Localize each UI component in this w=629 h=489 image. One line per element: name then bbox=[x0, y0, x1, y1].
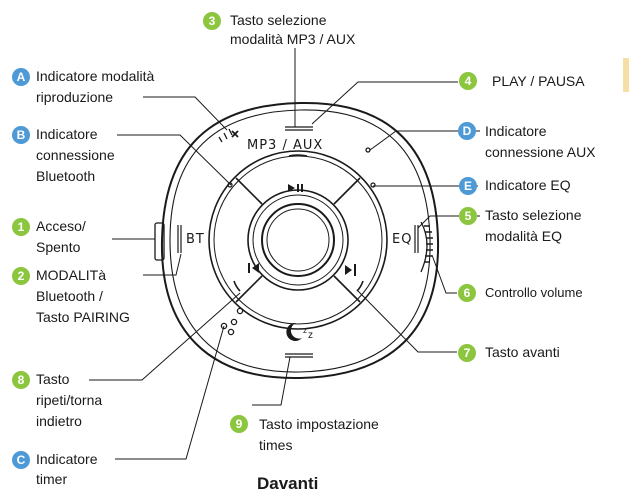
label-b-line3: Bluetooth bbox=[36, 168, 96, 184]
badge-b: B bbox=[12, 126, 30, 144]
label-4-line1: PLAY / PAUSA bbox=[492, 73, 585, 89]
next-icon bbox=[345, 264, 356, 276]
view-caption: Davanti bbox=[257, 474, 319, 489]
device-outline bbox=[160, 101, 440, 380]
label-b-line2: connessione bbox=[36, 147, 115, 163]
label-8-line1: Tasto bbox=[36, 371, 70, 387]
badge-9: 9 bbox=[230, 415, 248, 433]
bt-text: BT bbox=[186, 232, 205, 247]
badge-8: 8 bbox=[12, 371, 30, 389]
svg-text:z: z bbox=[303, 326, 307, 335]
timer-dot-3 bbox=[220, 322, 228, 330]
badge-3: 3 bbox=[203, 12, 221, 30]
timer-dot-4 bbox=[236, 307, 244, 315]
label-8-line2: ripeti/torna bbox=[36, 392, 103, 408]
label-9-line2: times bbox=[259, 437, 293, 453]
timer-dot-2 bbox=[227, 328, 235, 336]
label-e-line1: Indicatore EQ bbox=[485, 177, 571, 193]
badge-2: 2 bbox=[12, 267, 30, 285]
svg-text:z: z bbox=[308, 330, 313, 341]
eq-indicator-dot bbox=[370, 182, 376, 188]
badge-7: 7 bbox=[458, 344, 476, 362]
label-2-line1: MODALITà bbox=[36, 267, 107, 283]
timer-dot-1 bbox=[230, 318, 238, 326]
label-b-line1: Indicatore bbox=[36, 126, 98, 142]
label-a-line1: Indicatore modalità bbox=[36, 68, 155, 84]
previous-icon bbox=[248, 263, 259, 273]
label-2-line3: Tasto PAIRING bbox=[36, 309, 130, 325]
playmode-icons bbox=[218, 128, 233, 143]
label-2-line2: Bluetooth / bbox=[36, 288, 103, 304]
badge-6: 6 bbox=[458, 284, 476, 302]
page-tab-marker bbox=[623, 58, 629, 92]
label-1-line1: Acceso/ bbox=[36, 218, 86, 234]
label-1-line2: Spento bbox=[36, 239, 81, 255]
bt-indicator-dot bbox=[227, 182, 233, 188]
label-5-line1: Tasto selezione bbox=[485, 207, 582, 223]
label-3-line2: modalità MP3 / AUX bbox=[230, 31, 356, 47]
label-d-line1: Indicatore bbox=[485, 123, 547, 139]
power-switch bbox=[154, 222, 165, 261]
label-c-line1: Indicatore bbox=[36, 451, 98, 467]
label-6-line1: Controllo volume bbox=[485, 285, 583, 300]
play-pause-icon bbox=[288, 184, 295, 192]
label-8-line3: indietro bbox=[36, 413, 82, 429]
badge-d: D bbox=[458, 122, 476, 140]
label-a-line2: riproduzione bbox=[36, 89, 114, 105]
mode-text: MP3 / AUX bbox=[247, 138, 324, 153]
badge-e: E bbox=[459, 177, 477, 195]
badge-4: 4 bbox=[459, 72, 477, 90]
badge-1: 1 bbox=[12, 218, 30, 236]
center-button bbox=[261, 203, 335, 277]
label-c-line2: timer bbox=[36, 471, 68, 487]
label-7-line1: Tasto avanti bbox=[485, 344, 560, 360]
label-d-line2: connessione AUX bbox=[485, 144, 596, 160]
volume-wheel bbox=[420, 221, 428, 273]
badge-c: C bbox=[12, 451, 30, 469]
label-9-line1: Tasto impostazione bbox=[259, 416, 379, 432]
badge-5: 5 bbox=[459, 207, 477, 225]
eq-text: EQ bbox=[392, 232, 413, 247]
label-3-line1: Tasto selezione bbox=[230, 12, 327, 28]
sleep-icon: z z bbox=[286, 322, 313, 341]
badge-a: A bbox=[12, 68, 30, 86]
dpad-outer bbox=[208, 150, 388, 330]
aux-indicator-dot bbox=[365, 147, 371, 153]
label-5-line2: modalità EQ bbox=[485, 228, 563, 244]
